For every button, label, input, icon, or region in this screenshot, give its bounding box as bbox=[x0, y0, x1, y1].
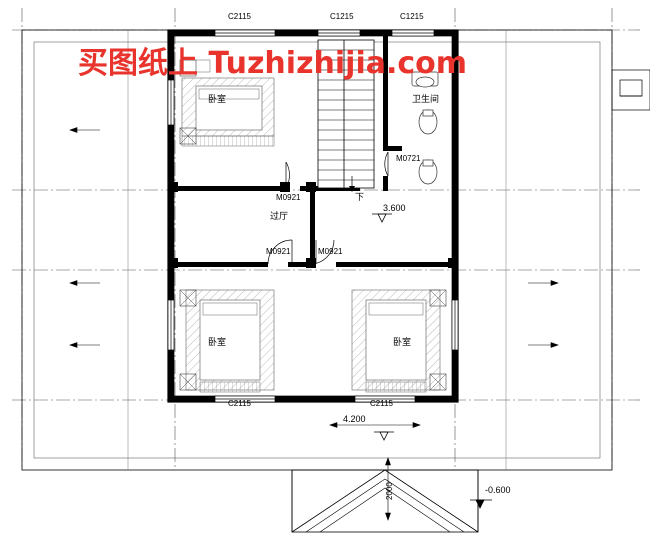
watermark-text: 买图纸上 Tuzhizhijia.com bbox=[78, 46, 468, 81]
room-label-bedroom-right: 卧室 bbox=[393, 337, 412, 347]
door-tag-m0721-bath: M0721 bbox=[396, 154, 421, 163]
door-tag-m0921-hall: M0921 bbox=[276, 193, 301, 202]
room-label-bathroom: 卫生间 bbox=[412, 94, 440, 104]
door-tag-m0921-bed-left: M0921 bbox=[266, 247, 291, 256]
dimension-lines bbox=[69, 127, 559, 521]
room-label-hallway: 过厅 bbox=[270, 211, 289, 221]
door-swings bbox=[267, 151, 389, 265]
bedroom-right-furniture bbox=[351, 289, 447, 393]
right-detail-box bbox=[611, 69, 650, 111]
bedroom-top-furniture bbox=[179, 59, 275, 147]
window-tag-c1215-top-mid: C1215 bbox=[330, 12, 354, 21]
bedroom-left-furniture bbox=[179, 289, 275, 393]
window-tag-c2115-top-left: C2115 bbox=[228, 12, 251, 21]
window-tag-c2115-bot-left: C2115 bbox=[228, 399, 251, 408]
room-label-bedroom-left: 卧室 bbox=[208, 337, 227, 347]
dimension-2000-label: 2000 bbox=[385, 482, 394, 500]
elevation-3600: 3.600 bbox=[383, 203, 406, 213]
entry-porch bbox=[291, 469, 479, 533]
window-tag-c1215-top-right: C1215 bbox=[400, 12, 424, 21]
elevation-4200: 4.200 bbox=[343, 414, 366, 424]
room-label-bedroom-top: 卧室 bbox=[208, 94, 227, 104]
columns bbox=[168, 182, 458, 268]
staircase bbox=[317, 39, 375, 192]
bathroom-fixtures bbox=[411, 71, 439, 185]
outer-boundary bbox=[21, 29, 613, 471]
leader-lines bbox=[127, 30, 507, 470]
elevation-minus-0600: -0.600 bbox=[485, 485, 511, 495]
door-tag-m0921-bed-right: M0921 bbox=[318, 247, 343, 256]
window-tag-c2115-bot-right: C2115 bbox=[370, 399, 393, 408]
walls bbox=[168, 30, 458, 402]
window-openings bbox=[167, 29, 459, 403]
stair-direction-label: 下 bbox=[355, 192, 365, 202]
